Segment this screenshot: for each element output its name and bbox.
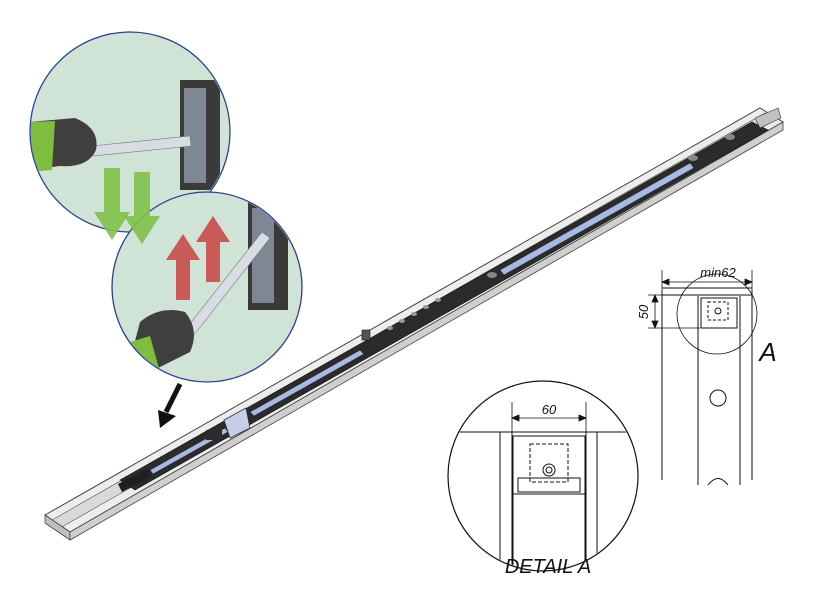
slot [499,162,695,276]
release-knob [361,329,371,341]
door-rail [44,107,784,541]
rail-bracket [252,208,274,303]
side-width-label: min62 [700,265,736,280]
dimension-50 [648,293,700,330]
dimension-60 [510,402,588,436]
step-circle-push [111,191,303,383]
slot [249,349,365,417]
side-view-hole [709,389,727,407]
step-circle-pull [29,31,231,233]
mount-hole [387,326,393,330]
mount-hole [487,272,497,278]
side-view [661,273,758,486]
detail-callout-circle [676,273,758,355]
mount-hole [688,155,698,161]
rail-bracket [184,88,206,183]
mount-hole [399,319,405,323]
end-stopper [118,468,152,492]
detail-a: 60 DETAIL A [447,380,639,578]
mount-hole [423,305,429,309]
mount-hole [725,134,735,140]
detail-width-label: 60 [542,402,557,417]
side-height-label: 50 [636,304,651,319]
callout-letter: A [757,337,776,367]
mount-hole [435,298,441,302]
hand-icon [31,118,97,172]
carriage-block [206,430,222,440]
arrow-up-icon [166,216,230,300]
detail-caption: DETAIL A [505,556,591,578]
mount-hole [411,312,417,316]
arrow-down-icon [94,168,160,244]
dimension-min62 [660,270,754,292]
pointer-arrow-icon [158,382,183,428]
carriage-plate [223,407,251,439]
